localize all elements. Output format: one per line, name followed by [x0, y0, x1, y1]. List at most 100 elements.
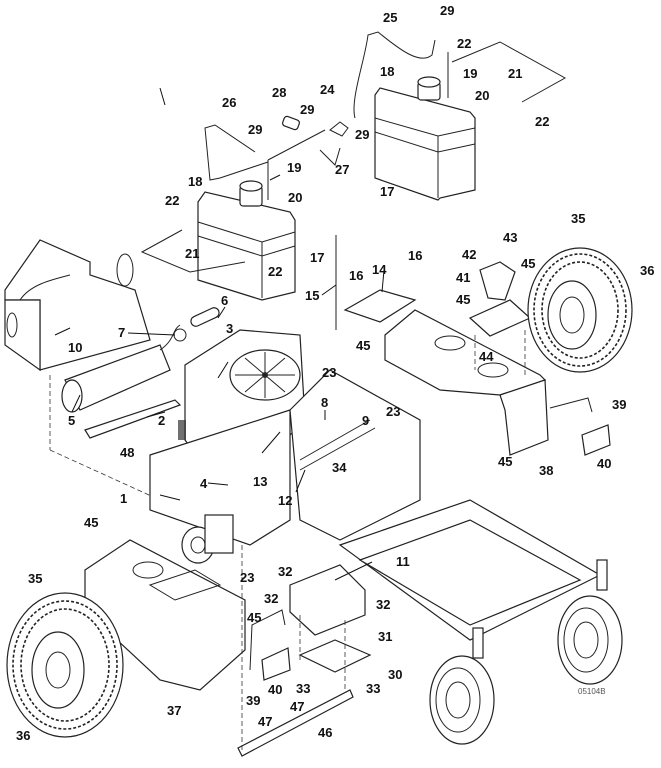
- callout-45a: 45: [456, 292, 470, 307]
- bracket-48: [84, 399, 182, 439]
- callout-2: 2: [158, 413, 165, 428]
- callout-12: 12: [278, 493, 292, 508]
- fuel-hose-25: [353, 31, 436, 119]
- fuel-hose-26: [204, 124, 269, 181]
- callout-15: 15: [305, 288, 319, 303]
- hydro-pump: [181, 514, 234, 564]
- callout-9: 9: [362, 413, 369, 428]
- callout-5: 5: [68, 413, 75, 428]
- callout-31: 31: [378, 629, 392, 644]
- callout-34: 34: [332, 460, 347, 475]
- callout-29b: 29: [300, 102, 314, 117]
- callout-26: 26: [222, 95, 236, 110]
- callout-20b: 20: [475, 88, 489, 103]
- drawing-code: 05104B: [578, 687, 606, 696]
- callout-8: 8: [321, 395, 328, 410]
- fender-right: [384, 309, 549, 456]
- callout-1: 1: [120, 491, 127, 506]
- callout-43: 43: [503, 230, 517, 245]
- fuel-line-21-right: [451, 41, 567, 103]
- callout-38: 38: [539, 463, 553, 478]
- callout-18a: 18: [188, 174, 202, 189]
- cup-42: [479, 261, 516, 301]
- callout-18b: 18: [380, 64, 394, 79]
- grille-40-right: [581, 424, 611, 456]
- callout-22d: 22: [535, 114, 549, 129]
- callout-42: 42: [462, 247, 476, 262]
- callout-23a: 23: [322, 365, 336, 380]
- callout-36a: 36: [16, 728, 30, 743]
- seat-bracket-14: [343, 289, 417, 323]
- exhaust-pipe: [190, 307, 220, 327]
- fuel-tank-right: [374, 76, 476, 201]
- callout-44: 44: [479, 349, 494, 364]
- callout-6: 6: [221, 293, 228, 308]
- callout-13: 13: [253, 474, 267, 489]
- callout-30: 30: [388, 667, 402, 682]
- callout-47b: 47: [258, 714, 272, 729]
- callout-33b: 33: [366, 681, 380, 696]
- callout-35a: 35: [28, 571, 42, 586]
- muffler: [61, 324, 181, 413]
- callout-40b: 40: [268, 682, 282, 697]
- caster-wheel-front: [429, 627, 495, 745]
- callout-19b: 19: [463, 66, 477, 81]
- heat-shield: [4, 239, 151, 372]
- callout-23c: 23: [240, 570, 254, 585]
- callout-17b: 17: [380, 184, 394, 199]
- callout-39a: 39: [612, 397, 626, 412]
- callout-45e: 45: [84, 515, 98, 530]
- handle-39-right: [549, 397, 593, 413]
- callout-16a: 16: [349, 268, 363, 283]
- callout-28: 28: [272, 85, 286, 100]
- callout-7: 7: [118, 325, 125, 340]
- control-box-31: [289, 564, 366, 636]
- callout-20a: 20: [288, 190, 302, 205]
- callout-19a: 19: [287, 160, 301, 175]
- callout-33a: 33: [296, 681, 310, 696]
- callout-45f: 45: [247, 610, 261, 625]
- callout-22b: 22: [268, 264, 282, 279]
- callout-16b: 16: [408, 248, 422, 263]
- callout-10: 10: [68, 340, 82, 355]
- plate-30: [298, 639, 372, 673]
- callout-24: 24: [320, 82, 335, 97]
- callout-23b: 23: [386, 404, 400, 419]
- callout-29c: 29: [355, 127, 369, 142]
- callout-4: 4: [200, 476, 208, 491]
- callout-11: 11: [396, 554, 410, 569]
- callout-17a: 17: [310, 250, 324, 265]
- callout-45d: 45: [498, 454, 512, 469]
- caster-wheel-rear: [557, 559, 623, 685]
- callout-40a: 40: [597, 456, 611, 471]
- fuel-filter: [282, 115, 300, 131]
- callout-47a: 47: [290, 699, 304, 714]
- callout-29a: 29: [248, 122, 262, 137]
- fuel-line-21-left: [140, 229, 246, 273]
- callout-22c: 22: [457, 36, 471, 51]
- callout-27: 27: [335, 162, 349, 177]
- callout-29d: 29: [440, 3, 454, 18]
- callout-37: 37: [167, 703, 181, 718]
- callout-3: 3: [226, 321, 233, 336]
- callout-25: 25: [383, 10, 397, 25]
- callout-46: 46: [318, 725, 332, 740]
- callout-22a: 22: [165, 193, 179, 208]
- fuel-tank-left: [197, 180, 296, 301]
- callout-45b: 45: [521, 256, 535, 271]
- callout-41: 41: [456, 270, 470, 285]
- callout-39b: 39: [246, 693, 260, 708]
- callout-48: 48: [120, 445, 134, 460]
- chassis-frame: [149, 369, 602, 641]
- callout-14: 14: [372, 262, 387, 277]
- handle-39-left: [249, 609, 286, 671]
- mount-41: [468, 299, 532, 337]
- callout-45c: 45: [356, 338, 370, 353]
- callout-21b: 21: [508, 66, 522, 81]
- callout-21a: 21: [185, 246, 199, 261]
- callout-35b: 35: [571, 211, 585, 226]
- grille-40-left: [261, 647, 291, 681]
- callout-32c: 32: [376, 597, 390, 612]
